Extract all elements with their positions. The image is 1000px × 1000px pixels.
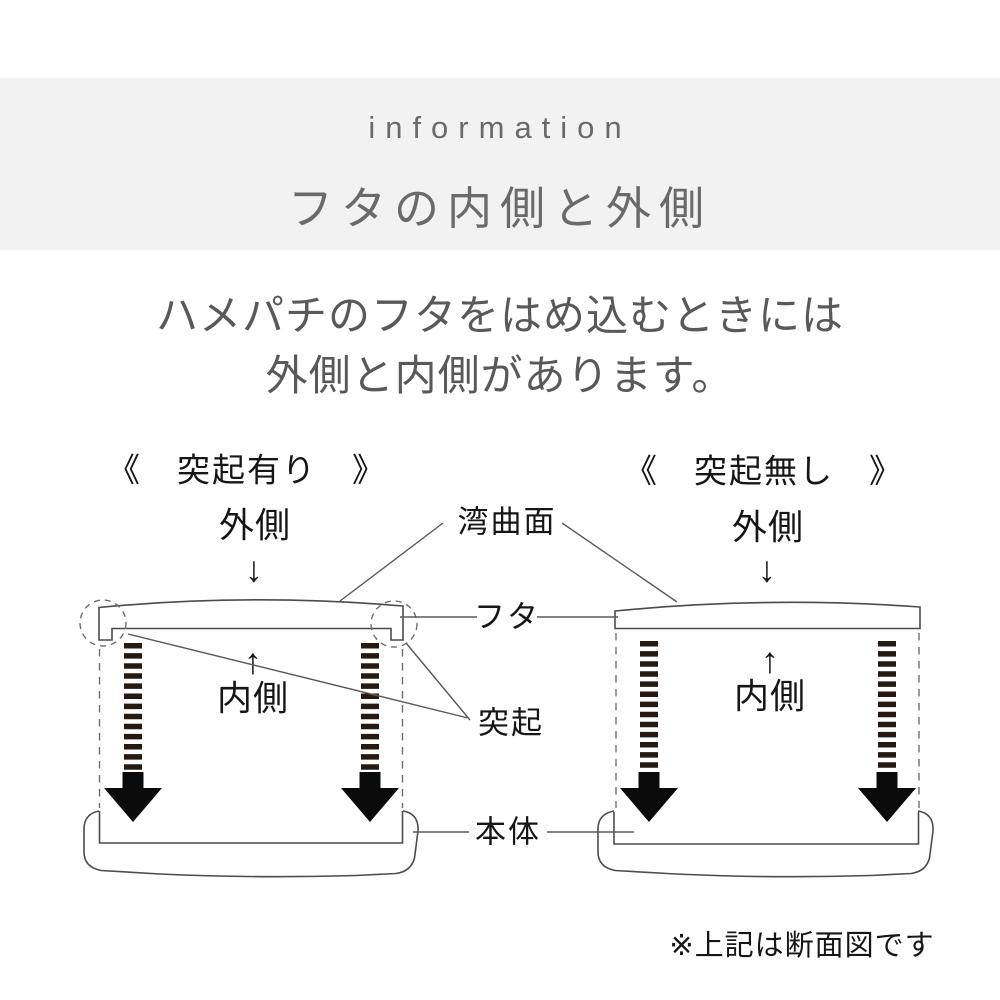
arrow-up-icon: ↑ [244,641,262,682]
protrusion-pointer-short [405,642,471,721]
cross-section-note: ※上記は断面図です [669,929,934,962]
body-walls-right-diagram [613,812,920,845]
info-banner [0,78,1000,250]
protrusion-highlight-circle-right [370,600,418,648]
diagram-without-protrusion: 《 突起無し 》 外側 ↓ ↑ 内側 [597,453,934,878]
protrusion-label: 突起 [478,706,544,741]
lid-outline-with-protrusion [98,599,404,641]
outside-label-left: 外側 [219,507,291,546]
caption-with-protrusion: 《 突起有り 》 [107,452,387,489]
body-shell-left-diagram [83,810,419,878]
diagram-with-protrusion: 《 突起有り 》 外側 ↓ ↑ 内側 [79,452,419,878]
inside-label-left: 内側 [217,680,289,719]
lid-outline-without-protrusion [614,601,921,630]
protrusion-pointer-long [127,633,469,719]
curved-surface-pointer-left [339,522,444,602]
curved-surface-pointer-right [561,522,678,603]
insert-arrow-right [341,772,399,822]
pointer-labels: 湾曲面 フタ 突起 本体 [127,505,678,850]
intro-line-2: 外側と内側があります。 [265,352,735,399]
body-label: 本体 [475,815,541,850]
protrusion-highlight-circle-left [79,599,127,647]
insert-arrow-left [620,772,678,822]
arrow-down-icon: ↓ [245,549,263,590]
lid-label: フタ [474,600,540,635]
inside-label-right: 内側 [734,678,806,717]
intro-text: ハメパチのフタをはめ込むときには 外側と内側があります。 [0,286,1000,406]
arrow-up-icon: ↑ [761,640,779,681]
curved-surface-label: 湾曲面 [458,505,557,540]
intro-line-1: ハメパチのフタをはめ込むときには [155,292,844,339]
outside-label-right: 外側 [732,509,804,548]
body-shell-right-diagram [597,810,934,878]
eyebrow-text: information [368,110,632,145]
insert-arrow-left [104,772,162,822]
arrow-down-icon: ↓ [758,549,776,590]
body-walls-left-diagram [98,811,404,844]
insert-arrow-right [858,772,916,822]
caption-without-protrusion: 《 突起無し 》 [624,453,904,490]
page-title: フタの内側と外側 [287,183,712,234]
